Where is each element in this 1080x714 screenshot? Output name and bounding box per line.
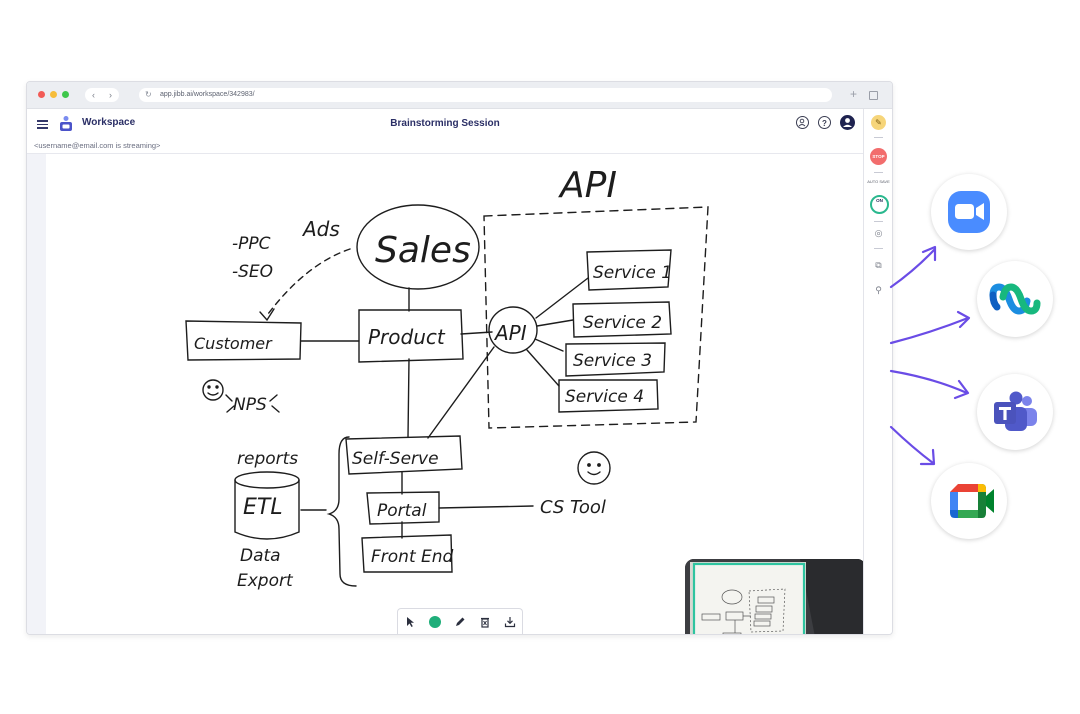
pen-color-swatch: [429, 616, 442, 628]
autosave-label: AUTO SAVE: [867, 179, 890, 184]
browser-chrome: ‹ › ↻ app.jibb.ai/workspace/342983/ +: [27, 82, 892, 109]
session-title: Brainstorming Session: [390, 118, 500, 129]
sketch-reports: reports: [237, 449, 298, 469]
back-button[interactable]: ‹: [92, 90, 95, 100]
sales-ellipse: [356, 204, 480, 290]
sketch-product: Product: [368, 325, 446, 349]
sketch-data: Data: [240, 546, 281, 566]
ads-arrow: [267, 248, 351, 315]
sketch-etl: ETL: [243, 495, 283, 520]
sketch-self-serve: Self-Serve: [352, 449, 439, 469]
sketch-cs-tool: CS Tool: [540, 497, 606, 518]
sketch-service-1: Service 1: [593, 263, 672, 283]
sketch-ads: Ads: [301, 217, 340, 241]
right-toolbar: ✎ STOP AUTO SAVE ON ◎ ⧉ ⚲: [863, 109, 892, 634]
webex-icon: [989, 283, 1041, 315]
zoom-app[interactable]: [931, 174, 1007, 250]
google-meet-app[interactable]: [931, 463, 1007, 539]
sketch-service-2: Service 2: [583, 313, 662, 333]
sketch-service-4: Service 4: [565, 387, 644, 407]
camera-preview-image: [685, 559, 866, 634]
minimize-window-button[interactable]: [50, 91, 57, 98]
sketch-nps: NPS: [233, 395, 267, 415]
app-header: Workspace Brainstorming Session ?: [27, 109, 863, 140]
maximize-window-button[interactable]: [62, 91, 69, 98]
sketch-seo: -SEO: [232, 262, 273, 282]
jibb-logo-icon: [60, 116, 72, 131]
canvas-margin: [27, 154, 46, 634]
divider: [874, 221, 883, 222]
profile-avatar-icon[interactable]: [840, 115, 855, 130]
divider: [874, 172, 883, 173]
streaming-status: <username@email.com is streaming>: [27, 139, 863, 154]
divider: [874, 248, 883, 249]
delete-icon[interactable]: [477, 614, 493, 630]
whiteboard-sketch: API -PPC -SEO Ads Sales Customer Product…: [185, 165, 709, 591]
sketch-portal: Portal: [377, 501, 427, 521]
sketch-api-title: API: [558, 165, 617, 206]
webex-app[interactable]: [977, 261, 1053, 337]
zoom-icon: [948, 191, 990, 233]
sketch-service-3: Service 3: [573, 351, 652, 371]
nav-buttons: ‹ ›: [85, 88, 119, 102]
pencil-tool-icon[interactable]: [452, 614, 468, 630]
integration-arrows: [889, 245, 971, 466]
google-meet-icon: [950, 484, 994, 518]
pen-color-button[interactable]: [427, 614, 443, 630]
teams-app[interactable]: [977, 374, 1053, 450]
address-bar[interactable]: ↻ app.jibb.ai/workspace/342983/: [139, 88, 832, 102]
brand-name: Workspace: [82, 117, 136, 128]
forward-button[interactable]: ›: [109, 90, 112, 100]
help-icon[interactable]: ?: [818, 116, 831, 129]
sketch-export: Export: [237, 571, 294, 591]
sketch-ppc: -PPC: [232, 234, 271, 254]
stop-button[interactable]: STOP: [870, 148, 887, 165]
drawing-toolbar: [397, 608, 523, 634]
close-window-button[interactable]: [38, 91, 45, 98]
pointer-tool-icon[interactable]: [402, 614, 418, 630]
divider: [874, 137, 883, 138]
sketch-api: API: [493, 321, 527, 345]
url-text: app.jibb.ai/workspace/342983/: [160, 91, 255, 98]
settings-icon[interactable]: ⚲: [875, 285, 882, 295]
sketch-front-end: Front End: [371, 547, 454, 567]
teams-icon: [994, 391, 1037, 431]
whiteboard-canvas[interactable]: API -PPC -SEO Ads Sales Customer Product…: [46, 154, 866, 634]
menu-icon[interactable]: [37, 120, 48, 129]
download-icon[interactable]: [502, 614, 518, 630]
sketch-sales: Sales: [375, 230, 471, 271]
browser-window: ‹ › ↻ app.jibb.ai/workspace/342983/ + Wo…: [26, 81, 893, 635]
reload-icon[interactable]: ↻: [145, 90, 152, 99]
sketch-customer: Customer: [194, 334, 273, 353]
autosave-state: ON: [876, 198, 883, 203]
screen-share-icon[interactable]: ⧉: [875, 260, 882, 270]
camera-preview[interactable]: [685, 559, 866, 634]
autosave-toggle[interactable]: ON: [870, 195, 889, 214]
fingerprint-icon[interactable]: ◎: [874, 228, 883, 238]
invite-user-icon[interactable]: [796, 116, 809, 129]
tabs-overview-icon[interactable]: [869, 91, 878, 100]
new-tab-button[interactable]: +: [850, 87, 858, 101]
pen-settings-icon[interactable]: ✎: [871, 115, 886, 130]
